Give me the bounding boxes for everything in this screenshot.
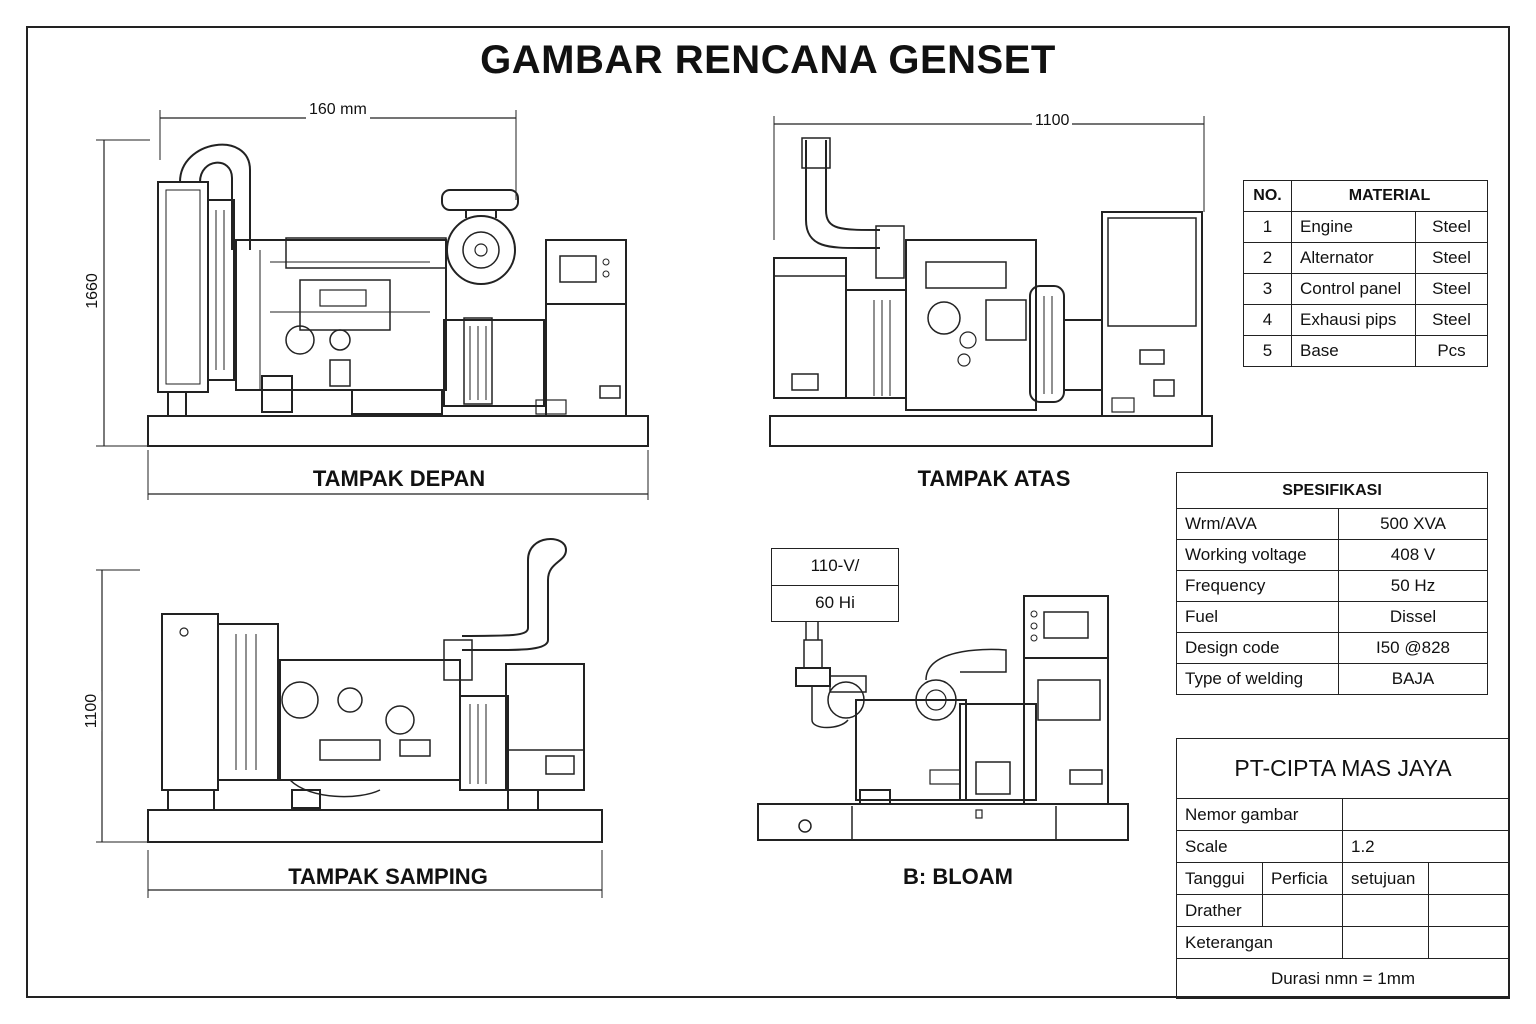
table-row: Working voltage 408 V bbox=[1176, 539, 1488, 571]
front-width-dimension: 160 mm bbox=[306, 101, 370, 119]
table-row: 4 Exhausi pips Steel bbox=[1243, 304, 1488, 336]
material-value: Steel bbox=[1415, 242, 1488, 274]
drawing-title: GAMBAR RENCANA GENSET bbox=[480, 38, 1056, 82]
top-width-dimension: 1100 bbox=[1032, 112, 1073, 130]
front-view bbox=[96, 110, 649, 500]
table-row: Design code I50 @828 bbox=[1176, 632, 1488, 664]
material-value: Steel bbox=[1415, 304, 1488, 336]
spec-value: 500 XVA bbox=[1338, 508, 1488, 540]
table-row: 5 Base Pcs bbox=[1243, 335, 1488, 367]
material-no: 2 bbox=[1243, 242, 1292, 274]
spec-header: SPESIFIKASI bbox=[1176, 472, 1488, 509]
remarks-extra-cell bbox=[1428, 926, 1510, 959]
title-block-table: PT-CIPTA MAS JAYA Nemor gambar Scale 1.2… bbox=[1176, 738, 1510, 999]
spec-label: Fuel bbox=[1176, 601, 1339, 633]
drafter-label: Drather bbox=[1176, 894, 1263, 927]
perficia-label: Perficia bbox=[1262, 862, 1343, 895]
remarks-cell bbox=[1342, 926, 1429, 959]
material-value: Pcs bbox=[1415, 335, 1488, 367]
material-no: 1 bbox=[1243, 211, 1292, 243]
material-header-no: NO. bbox=[1243, 180, 1292, 212]
material-name: Base bbox=[1291, 335, 1416, 367]
front-view-label: TAMPAK DEPAN bbox=[312, 466, 486, 491]
material-name: Control panel bbox=[1291, 273, 1416, 305]
voltage-tag-line1: 110-V/ bbox=[810, 556, 860, 575]
drafter-extra-cell bbox=[1428, 894, 1510, 927]
material-table: NO. MATERIAL 1 Engine Steel 2 Alternator… bbox=[1243, 180, 1488, 367]
table-row: 3 Control panel Steel bbox=[1243, 273, 1488, 305]
spec-label: Type of welding bbox=[1176, 663, 1339, 695]
table-row: Wrm/AVA 500 XVA bbox=[1176, 508, 1488, 540]
material-header-material: MATERIAL bbox=[1291, 180, 1488, 212]
drawing-number-value bbox=[1342, 798, 1510, 831]
table-row: 1 Engine Steel bbox=[1243, 211, 1488, 243]
material-no: 4 bbox=[1243, 304, 1292, 336]
remarks-label: Keterangan bbox=[1176, 926, 1343, 959]
spec-value: 50 Hz bbox=[1338, 570, 1488, 602]
title-block: PT-CIPTA MAS JAYA Nemor gambar Scale 1.2… bbox=[1176, 738, 1510, 999]
side-view-label: TAMPAK SAMPING bbox=[288, 864, 488, 889]
table-row: Frequency 50 Hz bbox=[1176, 570, 1488, 602]
table-row: 2 Alternator Steel bbox=[1243, 242, 1488, 274]
material-no: 3 bbox=[1243, 273, 1292, 305]
voltage-tag: 110-V/ 60 Hi bbox=[771, 548, 899, 622]
spec-value: 408 V bbox=[1338, 539, 1488, 571]
material-name: Engine bbox=[1291, 211, 1416, 243]
drafter-cell bbox=[1262, 894, 1343, 927]
drafter-sign-cell bbox=[1342, 894, 1429, 927]
company-name: PT-CIPTA MAS JAYA bbox=[1176, 738, 1510, 799]
voltage-tag-line2: 60 Hi bbox=[772, 585, 898, 622]
material-name: Alternator bbox=[1291, 242, 1416, 274]
bloam-view bbox=[757, 595, 1129, 841]
drawing-frame bbox=[26, 26, 1510, 998]
material-value: Steel bbox=[1415, 273, 1488, 305]
side-height-dimension: 1100 bbox=[83, 690, 102, 732]
bloam-view-label: B: BLOAM bbox=[903, 864, 1013, 889]
drawing-number-label: Nemor gambar bbox=[1176, 798, 1343, 831]
table-row: Fuel Dissel bbox=[1176, 601, 1488, 633]
material-value: Steel bbox=[1415, 211, 1488, 243]
spec-label: Design code bbox=[1176, 632, 1339, 664]
spec-value: Dissel bbox=[1338, 601, 1488, 633]
top-view bbox=[769, 116, 1213, 447]
spec-label: Frequency bbox=[1176, 570, 1339, 602]
approval-cell bbox=[1428, 862, 1510, 895]
scale-label: Scale bbox=[1176, 830, 1343, 863]
material-no: 5 bbox=[1243, 335, 1292, 367]
date-label: Tanggui bbox=[1176, 862, 1263, 895]
scale-value: 1.2 bbox=[1342, 830, 1510, 863]
material-name: Exhausi pips bbox=[1291, 304, 1416, 336]
spec-value: I50 @828 bbox=[1338, 632, 1488, 664]
spec-label: Wrm/AVA bbox=[1176, 508, 1339, 540]
side-view bbox=[96, 538, 603, 898]
front-height-dimension: 1660 bbox=[83, 270, 102, 312]
spec-table: SPESIFIKASI Wrm/AVA 500 XVA Working volt… bbox=[1176, 472, 1488, 695]
top-view-label: TAMPAK ATAS bbox=[917, 466, 1071, 491]
table-row: Type of welding BAJA bbox=[1176, 663, 1488, 695]
spec-value: BAJA bbox=[1338, 663, 1488, 695]
scale-note: Durasi nmn = 1mm bbox=[1176, 958, 1510, 999]
spec-label: Working voltage bbox=[1176, 539, 1339, 571]
approval-label: setujuan bbox=[1342, 862, 1429, 895]
